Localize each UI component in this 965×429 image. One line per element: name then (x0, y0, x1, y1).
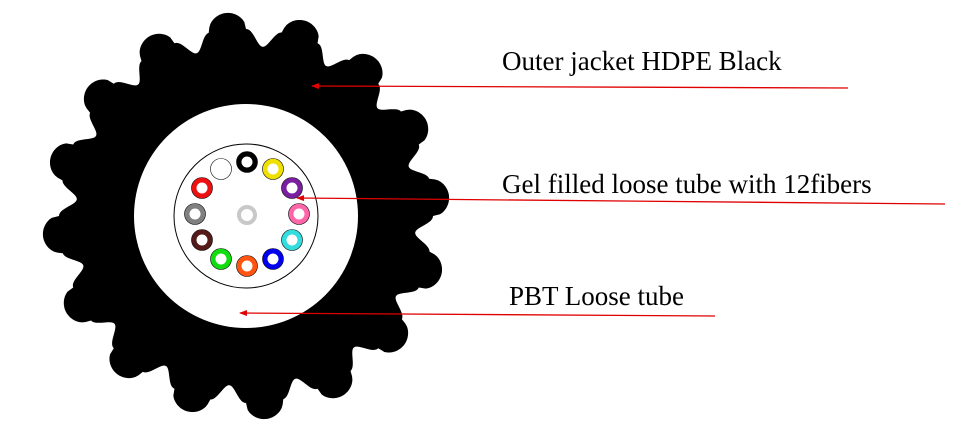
fiber-outline-blue (262, 248, 284, 270)
fiber-yellow (262, 158, 284, 180)
fiber-orange (236, 255, 258, 277)
gel-core-outline (173, 143, 319, 289)
fiber-aqua (281, 229, 303, 251)
label-pbt-loose-tube: PBT Loose tube (509, 281, 684, 311)
fiber-outline-white (210, 158, 232, 180)
leader-line-pbt-tube (239, 310, 716, 317)
fiber-brown (191, 229, 213, 251)
fiber-green (210, 248, 232, 270)
fiber-ring (184, 151, 310, 277)
leader-line-gel-tube (296, 195, 946, 205)
fiber-slate (184, 203, 206, 225)
fiber-white (210, 158, 232, 180)
fiber-black (236, 151, 258, 173)
fiber-outline-pink (288, 203, 310, 225)
fiber-outline-yellow (262, 158, 284, 180)
fiber-outline-violet (281, 177, 303, 199)
fiber-outline-black (236, 151, 258, 173)
leader-line-outer-jacket (311, 83, 849, 90)
label-outer-jacket: Outer jacket HDPE Black (502, 46, 782, 76)
fiber-pink (288, 203, 310, 225)
center-strength-member (237, 205, 257, 225)
fiber-violet (281, 177, 303, 199)
fiber-outline-red (191, 177, 213, 199)
label-gel-filled-tube: Gel filled loose tube with 12fibers (502, 169, 872, 199)
fiber-red (191, 177, 213, 199)
fiber-outline-aqua (281, 229, 303, 251)
fiber-blue (262, 248, 284, 270)
fiber-outline-orange (236, 255, 258, 277)
fiber-outline-slate (184, 203, 206, 225)
fiber-outline-green (210, 248, 232, 270)
fiber-outline-brown (191, 229, 213, 251)
